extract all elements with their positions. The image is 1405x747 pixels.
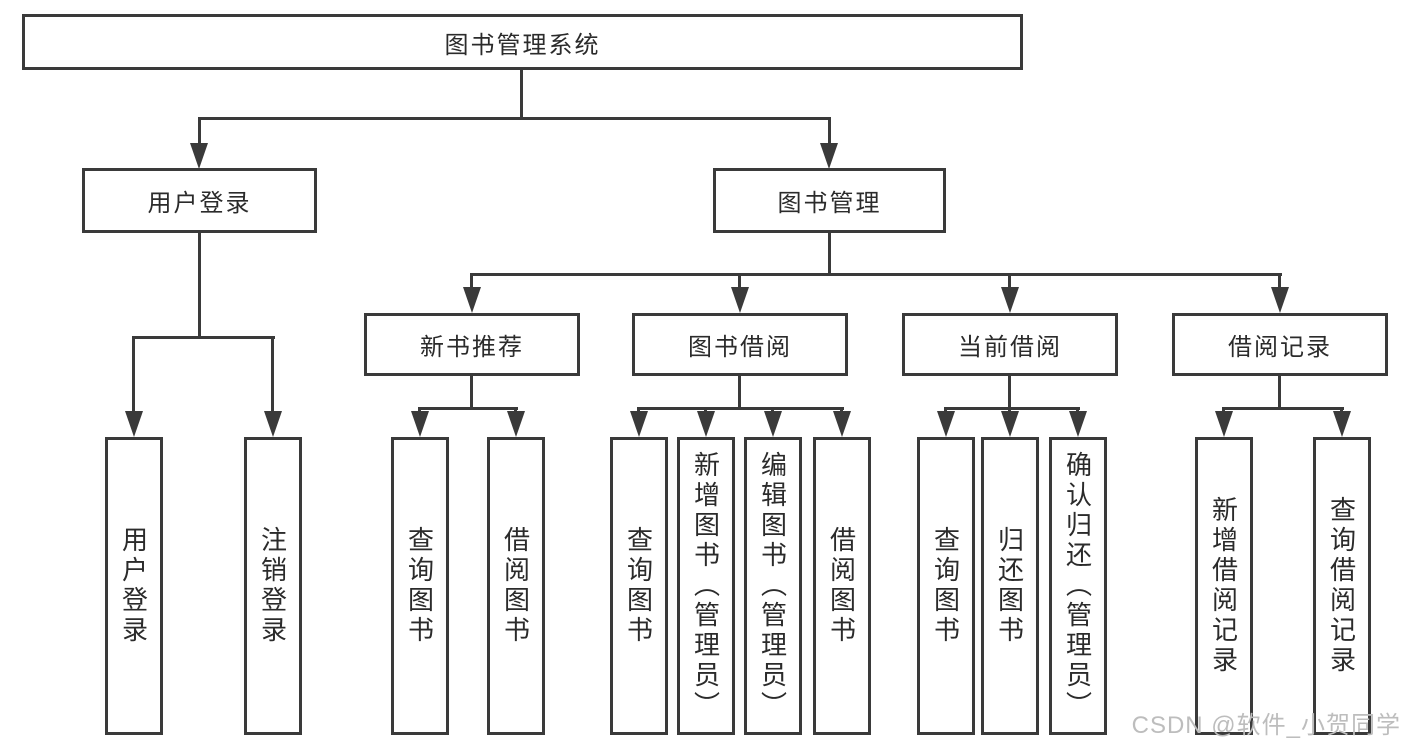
edge-drop-new-book-recommend (470, 273, 473, 289)
node-user-login-label: 用户登录 (147, 190, 252, 217)
leaf-add-book-admin-label: 新增图书︵管理员︶ (690, 451, 721, 721)
arrow-query-books-borrowing (630, 411, 648, 437)
leaf-logout: 注销登录 (244, 437, 302, 735)
leaf-query-borrow-record-label: 查询借阅记录 (1326, 496, 1357, 676)
leaf-borrow-books-borrowing: 借阅图书 (813, 437, 871, 735)
arrow-book-borrowing (731, 287, 749, 313)
node-book-management-label: 图书管理 (777, 190, 882, 217)
leaf-query-books-borrowing: 查询图书 (610, 437, 668, 735)
leaf-confirm-return-admin-label: 确认归还︵管理员︶ (1062, 451, 1093, 721)
edge-user-login-hbar (132, 336, 275, 339)
node-root: 图书管理系统 (22, 14, 1023, 70)
leaf-return-book: 归还图书 (981, 437, 1039, 735)
edge-borrow-records-stem (1278, 376, 1281, 407)
arrow-edit-book-admin (764, 411, 782, 437)
leaf-user-login-label: 用户登录 (118, 526, 149, 646)
leaf-add-borrow-record-label: 新增借阅记录 (1208, 496, 1239, 676)
leaf-borrow-books-recommend-label: 借阅图书 (500, 526, 531, 646)
edge-book-borrowing-hbar (637, 407, 844, 410)
edge-drop-book-management (828, 117, 831, 144)
node-borrow-records: 借阅记录 (1172, 313, 1388, 376)
node-book-borrowing: 图书借阅 (632, 313, 848, 376)
arrow-borrow-records (1271, 287, 1289, 313)
edge-current-borrowing-stem (1008, 376, 1011, 407)
arrow-add-book-admin (697, 411, 715, 437)
leaf-edit-book-admin-label: 编辑图书︵管理员︶ (757, 451, 788, 721)
arrow-book-management (820, 143, 838, 169)
node-new-book-recommend-label: 新书推荐 (420, 334, 524, 361)
leaf-query-books-recommend: 查询图书 (391, 437, 449, 735)
leaf-query-books-recommend-label: 查询图书 (404, 526, 435, 646)
arrow-query-borrow-record (1333, 411, 1351, 437)
edge-drop-book-borrowing (738, 273, 741, 289)
node-user-login: 用户登录 (82, 168, 317, 233)
leaf-logout-label: 注销登录 (257, 526, 288, 646)
watermark: CSDN @软件_小贺同学 (1131, 712, 1401, 739)
arrow-user-login (190, 143, 208, 169)
edge-borrow-records-hbar (1222, 407, 1344, 410)
arrow-return-book (1001, 411, 1019, 437)
node-new-book-recommend: 新书推荐 (364, 313, 580, 376)
edge-book-borrowing-stem (738, 376, 741, 407)
leaf-user-login: 用户登录 (105, 437, 163, 735)
edge-current-borrowing-hbar (944, 407, 1080, 410)
arrow-current-borrowing (1001, 287, 1019, 313)
node-current-borrowing: 当前借阅 (902, 313, 1118, 376)
leaf-query-borrow-record: 查询借阅记录 (1313, 437, 1371, 735)
arrow-query-books-recommend (411, 411, 429, 437)
leaf-borrow-books-borrowing-label: 借阅图书 (826, 526, 857, 646)
edge-user-login-stem (198, 233, 201, 336)
arrow-borrow-books-recommend (507, 411, 525, 437)
leaf-return-book-label: 归还图书 (994, 526, 1025, 646)
arrow-borrow-books-borrowing (833, 411, 851, 437)
leaf-query-books-current: 查询图书 (917, 437, 975, 735)
arrow-new-book-recommend (463, 287, 481, 313)
arrow-add-borrow-record (1215, 411, 1233, 437)
arrow-leaf-user-login (125, 411, 143, 437)
node-book-borrowing-label: 图书借阅 (688, 334, 792, 361)
edge-book-management-stem (828, 233, 831, 273)
edge-book-management-hbar (470, 273, 1282, 276)
leaf-add-borrow-record: 新增借阅记录 (1195, 437, 1253, 735)
edge-new-book-recommend-hbar (418, 407, 518, 410)
node-current-borrowing-label: 当前借阅 (958, 334, 1062, 361)
leaf-borrow-books-recommend: 借阅图书 (487, 437, 545, 735)
leaf-add-book-admin: 新增图书︵管理员︶ (677, 437, 735, 735)
arrow-leaf-logout (264, 411, 282, 437)
node-borrow-records-label: 借阅记录 (1228, 334, 1332, 361)
edge-new-book-recommend-stem (470, 376, 473, 407)
node-book-management: 图书管理 (713, 168, 946, 233)
edge-drop-borrow-records (1278, 273, 1281, 289)
leaf-query-books-current-label: 查询图书 (930, 526, 961, 646)
arrow-query-books-current (937, 411, 955, 437)
edge-drop-leaf-user-login (132, 336, 135, 411)
edge-drop-current-borrowing (1008, 273, 1011, 289)
edge-root-stem (520, 69, 523, 117)
edge-drop-user-login (198, 117, 201, 144)
edge-root-hbar (198, 117, 831, 120)
node-root-label: 图书管理系统 (444, 31, 601, 59)
leaf-edit-book-admin: 编辑图书︵管理员︶ (744, 437, 802, 735)
arrow-confirm-return-admin (1069, 411, 1087, 437)
leaf-query-books-borrowing-label: 查询图书 (623, 526, 654, 646)
edge-drop-leaf-logout (271, 336, 274, 411)
leaf-confirm-return-admin: 确认归还︵管理员︶ (1049, 437, 1107, 735)
